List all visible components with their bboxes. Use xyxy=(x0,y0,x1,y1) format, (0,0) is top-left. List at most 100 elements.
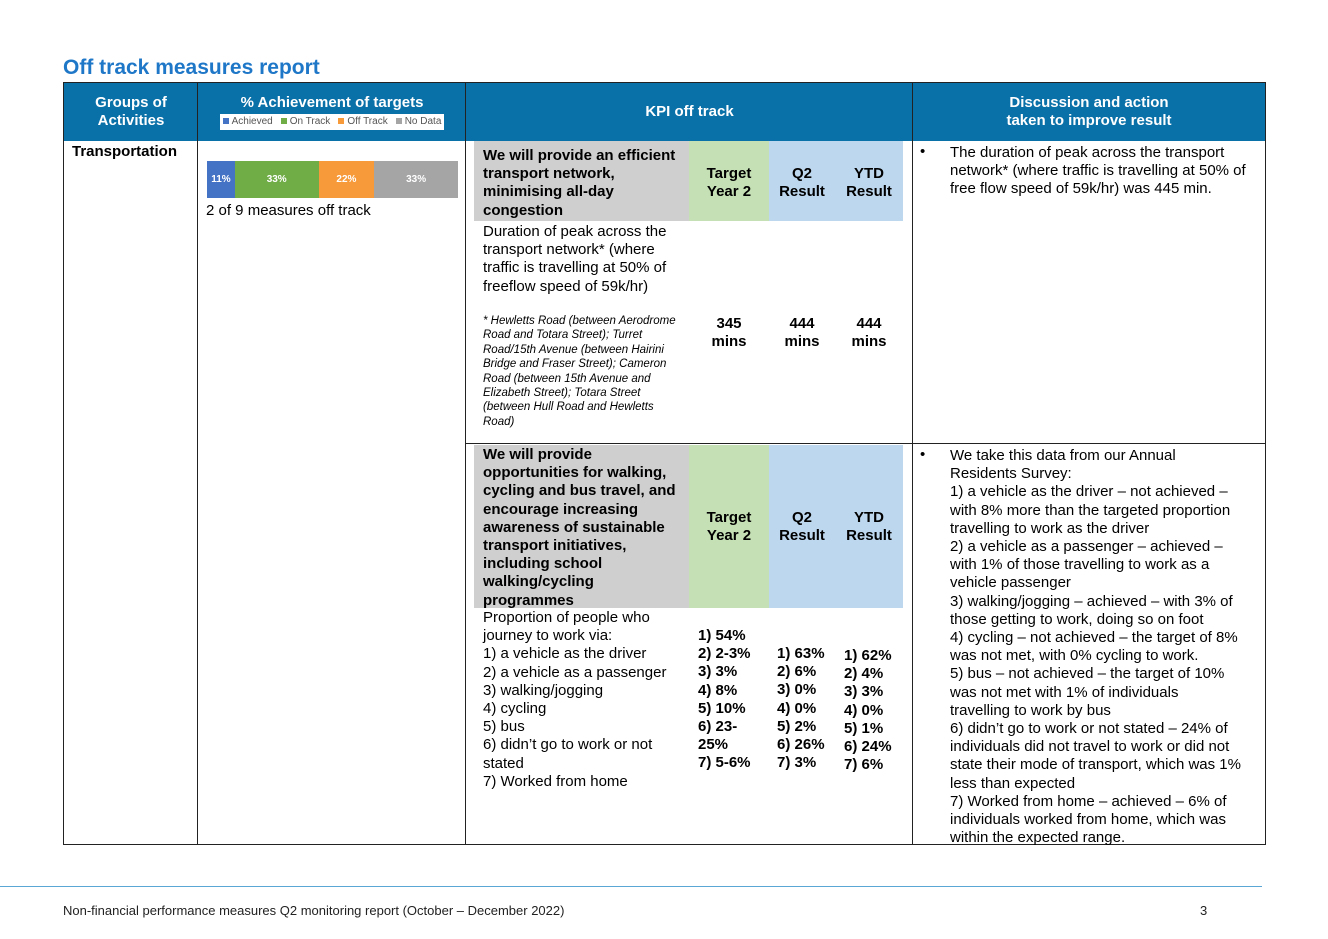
discussion-line: less than expected xyxy=(950,774,1076,792)
measure-line: journey to work via: xyxy=(483,627,613,645)
target-value-line: 7) 5-6% xyxy=(698,754,751,772)
discussion-line: individuals did not travel to work or di… xyxy=(950,738,1230,756)
footer-divider xyxy=(0,886,1262,887)
kpi1-q2-header: Q2 Result xyxy=(779,165,825,201)
q2-value-line: 2) 6% xyxy=(777,663,817,681)
discussion-line: within the expected range. xyxy=(950,829,1126,847)
achievement-bar: 11%33%22%33% xyxy=(207,161,458,198)
discussion-line: 4) cycling – not achieved – the target o… xyxy=(950,629,1238,647)
legend-item: No Data xyxy=(395,115,442,129)
header-achievement: % Achievement of targets Achieved On Trac… xyxy=(198,83,466,141)
kpi1-measure: Duration of peak across the transport ne… xyxy=(483,223,667,295)
header-kpi: KPI off track xyxy=(466,83,913,141)
bullet-icon: • xyxy=(920,446,926,463)
q2-value-line: 5) 2% xyxy=(777,717,817,735)
bar-segment: 33% xyxy=(374,161,458,198)
kpi1-heading: We will provide an efficient transport n… xyxy=(483,147,676,219)
discussion-line: state their mode of transport, which was… xyxy=(950,756,1241,774)
kpi2-target-values: 1) 54%2) 2-3%3) 3%4) 8%5) 10%6) 23-25%7)… xyxy=(698,627,768,773)
kpi1-target-header: Target Year 2 xyxy=(706,165,752,201)
ytd-value-line: 5) 1% xyxy=(844,719,884,737)
kpi1-target-value: 345 mins xyxy=(711,315,747,351)
discussion-line: 7) Worked from home – achieved – 6% of xyxy=(950,792,1227,810)
kpi2-heading: We will provide opportunities for walkin… xyxy=(483,446,676,609)
target-value-line: 5) 10% xyxy=(698,699,746,717)
discussion-line: 1) a vehicle as the driver – not achieve… xyxy=(950,483,1228,501)
legend-item: Achieved xyxy=(222,115,273,129)
legend-swatch xyxy=(338,118,345,125)
legend-label: No Data xyxy=(404,116,442,127)
bullet-icon: • xyxy=(920,143,926,160)
kpi1-ytd-header-bg xyxy=(835,141,903,221)
discussion-line: 5) bus – not achieved – the target of 10… xyxy=(950,665,1225,683)
kpi2-ytd-values: 1) 62%2) 4%3) 3%4) 0%5) 1%6) 24%7) 6% xyxy=(844,647,904,774)
discussion-line: vehicle passenger xyxy=(950,574,1071,592)
target-value-line: 3) 3% xyxy=(698,663,738,681)
page-number: 3 xyxy=(1200,903,1208,918)
column-divider xyxy=(197,83,198,844)
discussion-line: was not met, with 0% cycling to work. xyxy=(950,647,1199,665)
ytd-value-line: 4) 0% xyxy=(844,701,884,719)
target-value-line: 25% xyxy=(698,736,729,754)
column-divider xyxy=(912,83,913,844)
legend-label: Off Track xyxy=(347,116,388,127)
legend-swatch xyxy=(280,118,287,125)
legend-swatch xyxy=(222,118,229,125)
measure-line: stated xyxy=(483,754,524,772)
footer-text: Non-financial performance measures Q2 mo… xyxy=(63,903,565,918)
kpi1-heading-bg xyxy=(474,141,689,221)
header-discussion-line1: Discussion and action xyxy=(1009,94,1169,111)
column-divider xyxy=(465,83,466,844)
group-name: Transportation xyxy=(72,143,178,160)
header-groups: Groups of Activities xyxy=(64,83,198,141)
achievement-legend: Achieved On Track Off Track No Data xyxy=(219,114,445,130)
discussion-line: was not met with 1% of individuals xyxy=(950,683,1179,701)
off-track-summary: 2 of 9 measures off track xyxy=(206,202,371,219)
ytd-value-line: 3) 3% xyxy=(844,683,884,701)
kpi2-q2-values: 1) 63%2) 6%3) 0%4) 0%5) 2%6) 26%7) 3% xyxy=(777,645,837,772)
kpi2-target-header-bg xyxy=(689,445,769,608)
kpi1-q2-value: 444 mins xyxy=(784,315,820,351)
q2-value-line: 6) 26% xyxy=(777,736,825,754)
discussion-line: Residents Survey: xyxy=(950,465,1072,483)
bar-segment: 11% xyxy=(207,161,235,198)
ytd-value-line: 7) 6% xyxy=(844,756,884,774)
row-divider xyxy=(465,443,1265,444)
ytd-value-line: 6) 24% xyxy=(844,738,892,756)
header-kpi-label: KPI off track xyxy=(645,103,734,120)
legend-label: On Track xyxy=(289,116,331,127)
page-title: Off track measures report xyxy=(63,56,320,79)
discussion-line: 2) a vehicle as a passenger – achieved – xyxy=(950,538,1223,556)
header-achievement-label: % Achievement of targets xyxy=(240,94,424,111)
discussion-line: 3) walking/jogging – achieved – with 3% … xyxy=(950,592,1233,610)
measure-line: 6) didn’t go to work or not xyxy=(483,736,653,754)
discussion-line: travelling to work by bus xyxy=(950,701,1111,719)
discussion-line: with 1% of those travelling to work as a xyxy=(950,556,1210,574)
measure-line: Proportion of people who xyxy=(483,609,650,626)
header-discussion-line2: taken to improve result xyxy=(1006,112,1172,129)
q2-value-line: 1) 63% xyxy=(777,645,825,662)
target-value-line: 2) 2-3% xyxy=(698,645,751,663)
discussion-line: individuals worked from home, which was xyxy=(950,811,1226,829)
discussion-line: with 8% more than the targeted proportio… xyxy=(950,501,1231,519)
bar-segment: 33% xyxy=(234,161,319,198)
kpi2-q2-header: Q2 Result xyxy=(779,509,825,545)
legend-item: Off Track xyxy=(338,115,388,129)
measure-line: 3) walking/jogging xyxy=(483,681,604,699)
kpi2-q2-header-bg xyxy=(769,445,835,608)
target-value-line: 1) 54% xyxy=(698,627,746,644)
kpi1-discussion: The duration of peak across the transpor… xyxy=(950,144,1246,198)
legend-swatch xyxy=(395,118,402,125)
header-discussion: Discussion and action taken to improve r… xyxy=(913,83,1265,141)
legend-label: Achieved xyxy=(231,116,273,127)
kpi1-q2-header-bg xyxy=(769,141,835,221)
legend-item: On Track xyxy=(280,115,331,129)
q2-value-line: 3) 0% xyxy=(777,681,817,699)
kpi1-target-header-bg xyxy=(689,141,769,221)
discussion-line: travelling to work as the driver xyxy=(950,519,1150,537)
measure-line: 5) bus xyxy=(483,718,525,736)
kpi2-heading-bg xyxy=(474,445,689,608)
q2-value-line: 7) 3% xyxy=(777,754,817,772)
discussion-line: We take this data from our Annual xyxy=(950,447,1176,464)
